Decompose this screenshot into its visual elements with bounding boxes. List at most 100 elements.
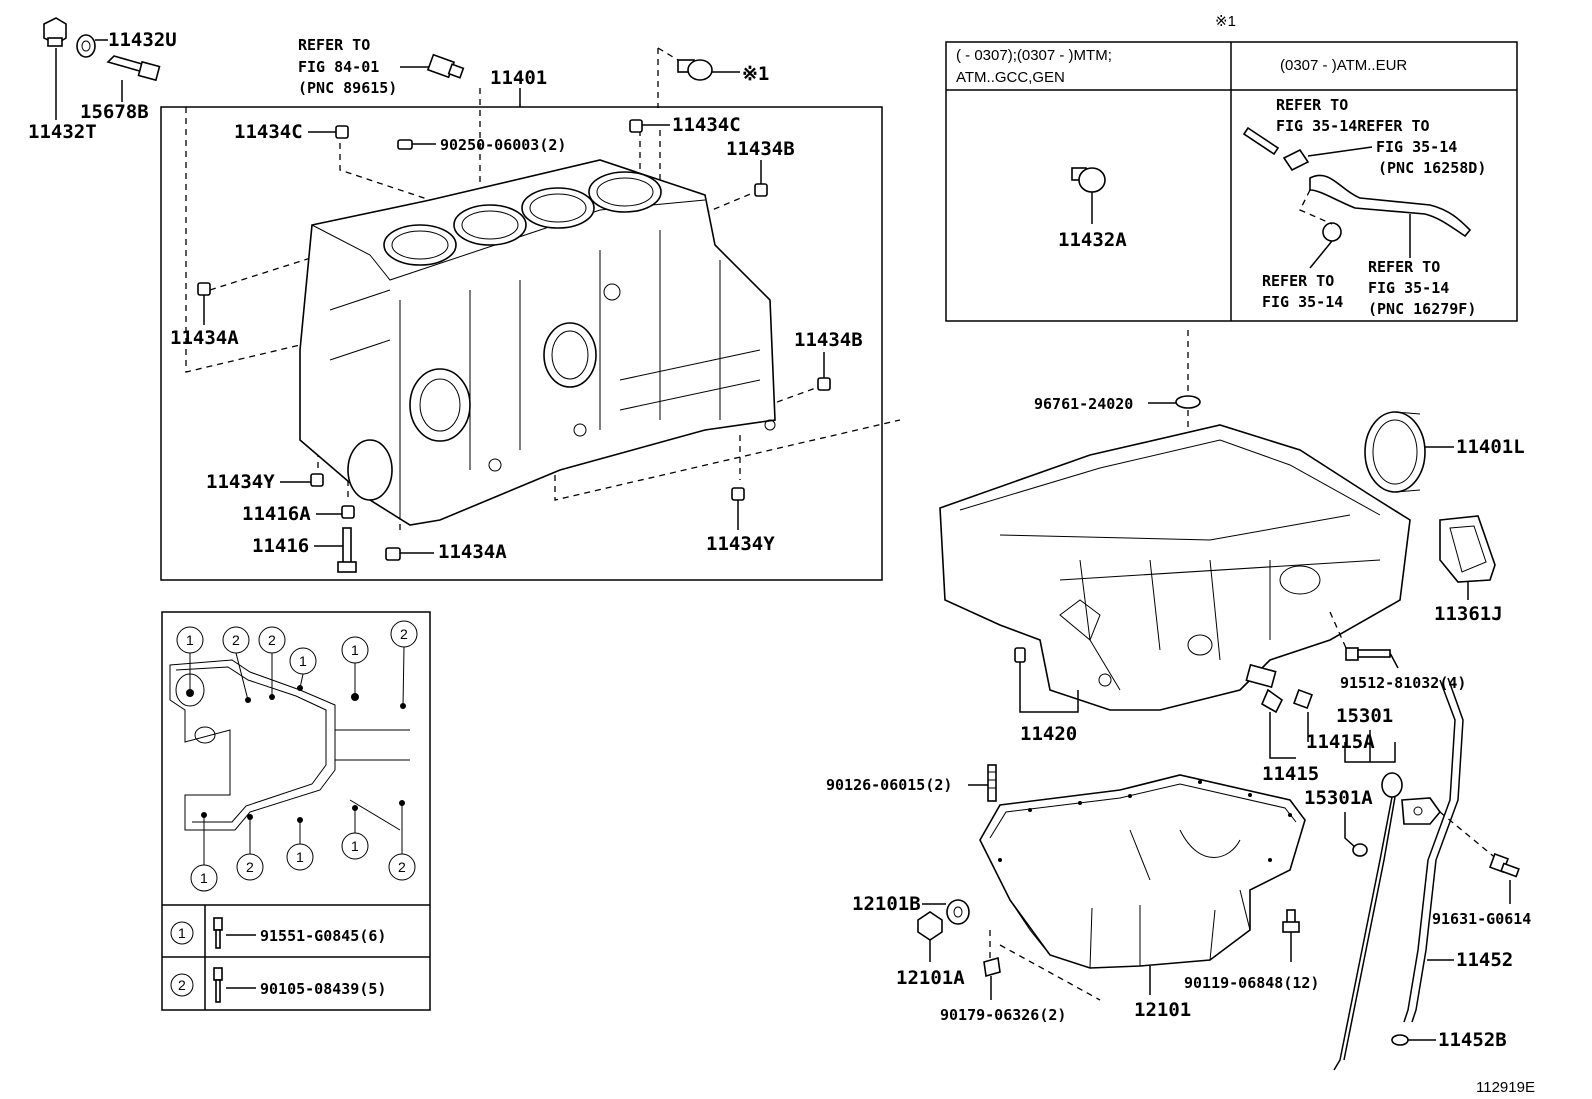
legend-marker-2	[170, 973, 194, 997]
plug-ref1	[677, 59, 713, 81]
label-11434b-b: 11434B	[794, 329, 863, 351]
svg-text:2: 2	[178, 977, 186, 993]
label-90250: 90250-06003(2)	[440, 136, 566, 154]
variant-ref-b1: FIG 35-14	[1376, 138, 1457, 156]
variant-ref-d1: REFER TO	[1368, 258, 1440, 276]
oil-seal-11401l	[1364, 411, 1426, 493]
refer-fig84-line1: REFER TO	[298, 36, 370, 54]
label-96761: 96761-24020	[1034, 395, 1133, 413]
label-11434y-a: 11434Y	[206, 471, 275, 493]
dipstick-15301	[1333, 772, 1403, 1071]
stiffener-plate-outline	[169, 659, 410, 831]
legend-marker-1	[170, 921, 194, 945]
pin-11434y-b	[731, 487, 745, 501]
label-11434c-a: 11434C	[234, 121, 303, 143]
label-11452b: 11452B	[1438, 1029, 1507, 1051]
variant-ref-d3: (PNC 16279F)	[1368, 300, 1476, 318]
bolt-11416	[337, 527, 357, 573]
gasket-12101b	[946, 899, 970, 925]
pin-11434c-a	[335, 125, 349, 139]
label-11452: 11452	[1456, 949, 1513, 971]
label-11434y-b: 11434Y	[706, 533, 775, 555]
label-11416a: 11416A	[242, 503, 311, 525]
pin-11434y-a	[310, 473, 324, 487]
variant-ref-b2: (PNC 16258D)	[1378, 159, 1486, 177]
sensor-89615	[426, 53, 465, 79]
bolt-90119	[1282, 909, 1300, 933]
label-90179: 90179-06326(2)	[940, 1006, 1066, 1024]
label-11434c-b: 11434C	[672, 114, 741, 136]
pin-11434b-a	[754, 183, 768, 197]
plug-11432t	[43, 17, 67, 47]
svg-text:2: 2	[232, 632, 240, 648]
label-11415: 11415	[1262, 763, 1319, 785]
oil-pan-12101	[979, 774, 1306, 969]
illustration-id: 112919E	[1476, 1079, 1535, 1096]
label-12101b: 12101B	[852, 893, 921, 915]
svg-text:2: 2	[400, 626, 408, 642]
bolt-icon-2	[213, 967, 223, 1003]
pin-11434a-a	[197, 282, 211, 296]
label-15301: 15301	[1336, 705, 1393, 727]
label-11432t: 11432T	[28, 121, 97, 143]
label-90126: 90126-06015(2)	[826, 776, 952, 794]
svg-text:2: 2	[268, 632, 276, 648]
sensor-11415	[1245, 663, 1284, 714]
oring-11452b	[1391, 1034, 1409, 1046]
label-91512: 91512-81032(4)	[1340, 674, 1466, 692]
pin-11434b-b	[817, 377, 831, 391]
label-11401l: 11401L	[1456, 436, 1525, 458]
svg-text:2: 2	[246, 859, 254, 875]
label-11415a: 11415A	[1306, 731, 1375, 753]
label-15301a: 15301A	[1304, 787, 1373, 809]
dipstick-guide-11452	[1401, 677, 1464, 1023]
label-11434a-b: 11434A	[438, 541, 507, 563]
bolt-91631	[1489, 853, 1520, 878]
gasket-11415a	[1293, 689, 1313, 709]
cylinder-block-frame	[160, 106, 883, 581]
label-11432a: 11432A	[1058, 229, 1127, 251]
refer-fig84-line2: FIG 84-01	[298, 58, 379, 76]
legend-part-1: 91551-G0845(6)	[260, 927, 386, 945]
label-90119: 90119-06848(12)	[1184, 974, 1319, 992]
svg-text:1: 1	[186, 632, 194, 648]
plug-12101a	[917, 911, 943, 941]
legend-part-2: 90105-08439(5)	[260, 980, 386, 998]
bolt-icon-1	[213, 917, 223, 949]
oil-pan-upper-11420	[939, 424, 1411, 711]
washer-11416a	[341, 505, 355, 519]
svg-text:1: 1	[351, 642, 359, 658]
label-11401: 11401	[490, 67, 547, 89]
label-11434b-a: 11434B	[726, 138, 795, 160]
label-11361j: 11361J	[1434, 603, 1503, 625]
label-15678b: 15678B	[80, 101, 149, 123]
bolt-pattern-box	[161, 611, 431, 1011]
plug-11432a	[1071, 167, 1106, 193]
label-ref1: ※1	[742, 63, 769, 85]
pin-11434c-b	[629, 119, 643, 133]
pin-11420	[1014, 647, 1026, 663]
bolt-markers: 1 2 2 1 1 2 1 2 1 1 2	[176, 620, 418, 892]
variant-right-header: (0307 - )ATM..EUR	[1280, 57, 1407, 74]
svg-text:1: 1	[351, 838, 359, 854]
pin-90250	[397, 139, 413, 150]
refer-fig84-line3: (PNC 89615)	[298, 79, 397, 97]
oring-15301a	[1352, 843, 1368, 857]
label-11420: 11420	[1020, 723, 1077, 745]
variant-ref-a1: REFER TO	[1276, 96, 1348, 114]
svg-text:1: 1	[296, 849, 304, 865]
label-11416: 11416	[252, 535, 309, 557]
gasket-11432u	[76, 34, 96, 58]
cover-11361j	[1439, 515, 1496, 583]
cylinder-block-11401	[299, 159, 776, 526]
svg-text:1: 1	[299, 653, 307, 669]
variant-mark: ※1	[1215, 13, 1236, 30]
bolt-91512	[1345, 647, 1391, 661]
svg-text:1: 1	[178, 925, 186, 941]
stud-90126	[987, 764, 997, 802]
svg-text:2: 2	[398, 859, 406, 875]
variant-ref-a2: FIG 35-14REFER TO	[1276, 117, 1430, 135]
label-11434a-a: 11434A	[170, 327, 239, 349]
label-11432u: 11432U	[108, 29, 177, 51]
